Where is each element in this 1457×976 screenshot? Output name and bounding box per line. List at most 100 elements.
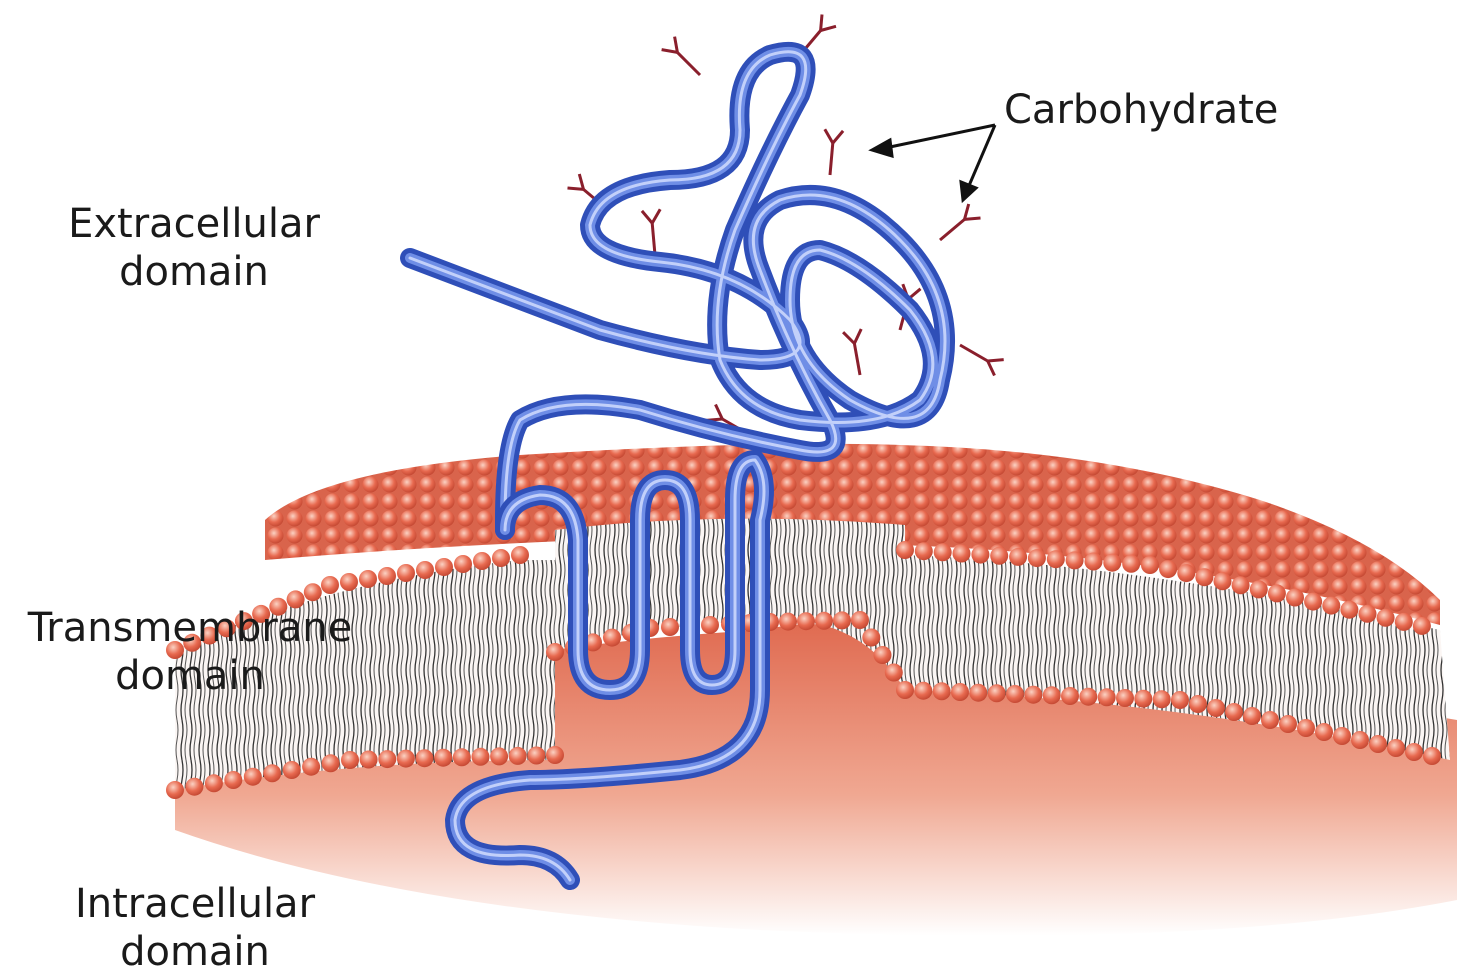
phospholipid-head xyxy=(885,664,903,682)
phospholipid-head xyxy=(416,749,434,767)
phospholipid-head xyxy=(1159,560,1177,578)
phospholipid-head xyxy=(546,746,564,764)
transmembrane-domain-label: Transmembrane domain xyxy=(10,604,370,700)
phospholipid-head xyxy=(1153,690,1171,708)
phospholipid-head xyxy=(397,564,415,582)
phospholipid-head xyxy=(1286,589,1304,607)
phospholipid-head xyxy=(492,549,510,567)
phospholipid-head xyxy=(185,778,203,796)
phospholipid-head xyxy=(473,552,491,570)
phospholipid-head xyxy=(1028,549,1046,567)
phospholipid-head xyxy=(953,545,971,563)
phospholipid-head xyxy=(1047,550,1065,568)
phospholipid-head xyxy=(851,611,869,629)
phospholipid-head xyxy=(416,561,434,579)
phospholipid-head xyxy=(490,747,508,765)
carbohydrate-branch xyxy=(843,329,861,375)
phospholipid-head xyxy=(1061,687,1079,705)
phospholipid-head xyxy=(1297,719,1315,737)
phospholipid-head xyxy=(1387,739,1405,757)
phospholipid-head xyxy=(302,758,320,776)
phospholipid-head xyxy=(378,750,396,768)
phospholipid-head xyxy=(661,618,679,636)
phospholipid-head xyxy=(862,629,880,647)
phospholipid-head xyxy=(1024,686,1042,704)
phospholipid-head xyxy=(224,771,242,789)
phospholipid-head xyxy=(1279,715,1297,733)
phospholipid-head xyxy=(453,748,471,766)
phospholipid-head xyxy=(454,555,472,573)
phospholipid-head xyxy=(397,750,415,768)
phospholipid-head xyxy=(1351,731,1369,749)
carbohydrate-branch xyxy=(662,37,700,75)
transmembrane-label-line-2: domain xyxy=(10,652,370,700)
phospholipid-head xyxy=(1066,551,1084,569)
phospholipid-head xyxy=(304,583,322,601)
phospholipid-head xyxy=(815,612,833,630)
carbohydrate-label: Carbohydrate xyxy=(1004,86,1314,134)
phospholipid-head xyxy=(988,684,1006,702)
phospholipid-head xyxy=(1171,691,1189,709)
phospholipid-head xyxy=(915,542,933,560)
phospholipid-head xyxy=(1315,723,1333,741)
phospholipid-head xyxy=(1322,597,1340,615)
phospholipid-head xyxy=(1189,695,1207,713)
phospholipid-head xyxy=(1195,568,1213,586)
carbohydrate-branch xyxy=(960,345,1004,376)
phospholipid-head xyxy=(1304,593,1322,611)
phospholipid-head xyxy=(1134,690,1152,708)
phospholipid-head xyxy=(1122,555,1140,573)
phospholipid-head xyxy=(914,682,932,700)
phospholipid-head xyxy=(1079,688,1097,706)
phospholipid-head xyxy=(833,611,851,629)
phospholipid-head xyxy=(934,543,952,561)
carbohydrate-label-text: Carbohydrate xyxy=(1004,86,1314,134)
phospholipid-head xyxy=(896,681,914,699)
phospholipid-head xyxy=(1250,580,1268,598)
phospholipid-head xyxy=(874,646,892,664)
phospholipid-head xyxy=(435,558,453,576)
phospholipid-head xyxy=(509,747,527,765)
phospholipid-head xyxy=(434,749,452,767)
phospholipid-head xyxy=(1225,703,1243,721)
phospholipid-head xyxy=(779,613,797,631)
phospholipid-head xyxy=(1340,601,1358,619)
phospholipid-head xyxy=(1103,554,1121,572)
phospholipid-head xyxy=(1333,727,1351,745)
extracellular-domain-label: Extracellular domain xyxy=(48,200,340,296)
phospholipid-head xyxy=(283,761,301,779)
phospholipid-head xyxy=(1395,613,1413,631)
phospholipid-head xyxy=(527,747,545,765)
phospholipid-head xyxy=(933,682,951,700)
phospholipid-head xyxy=(340,573,358,591)
phospholipid-head xyxy=(359,570,377,588)
phospholipid-head xyxy=(546,643,564,661)
intracellular-label-line-2: domain xyxy=(50,928,340,976)
phospholipid-head xyxy=(1359,605,1377,623)
phospholipid-head xyxy=(990,547,1008,565)
phospholipid-head xyxy=(378,567,396,585)
carbohydrate-branch xyxy=(940,204,981,240)
phospholipid-head xyxy=(1413,617,1431,635)
phospholipid-head xyxy=(1268,584,1286,602)
phospholipid-head xyxy=(797,612,815,630)
phospholipid-head xyxy=(472,748,490,766)
carbohydrate-branch xyxy=(642,209,660,255)
extracellular-label-line-1: Extracellular xyxy=(48,200,340,248)
phospholipid-head xyxy=(1177,564,1195,582)
phospholipid-head xyxy=(1243,707,1261,725)
phospholipid-head xyxy=(205,774,223,792)
phospholipid-head xyxy=(896,541,914,559)
phospholipid-head xyxy=(971,546,989,564)
phospholipid-head xyxy=(1141,556,1159,574)
intracellular-label-line-1: Intracellular xyxy=(50,880,340,928)
phospholipid-head xyxy=(1006,685,1024,703)
phospholipid-head xyxy=(1369,735,1387,753)
phospholipid-head xyxy=(1098,688,1116,706)
phospholipid-head xyxy=(360,751,378,769)
carbohydrate-pointer-arrows xyxy=(872,125,995,200)
phospholipid-head xyxy=(951,683,969,701)
phospholipid-head xyxy=(511,546,529,564)
